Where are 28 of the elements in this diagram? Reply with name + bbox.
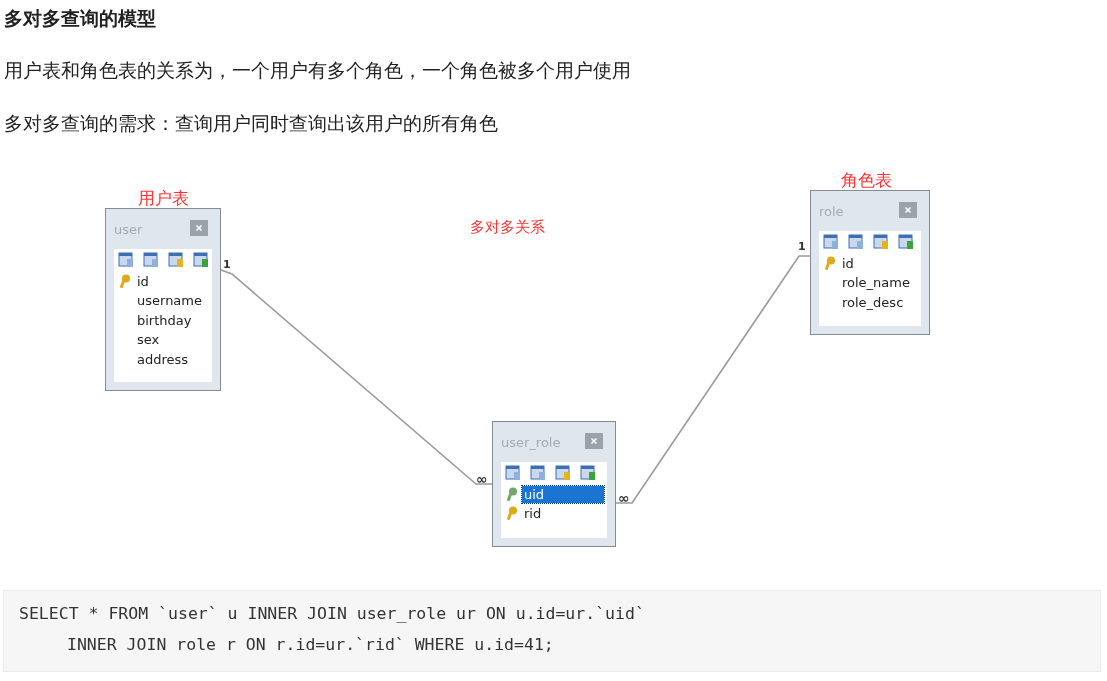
table-window xyxy=(492,421,616,547)
field-name: id xyxy=(137,273,149,290)
paragraph: 多对多查询的需求：查询用户同时查询出该用户的所有角色 xyxy=(4,111,498,136)
table-heading: 角色表 xyxy=(841,169,892,192)
relation-label: 多对多关系 xyxy=(470,218,545,237)
field-name: role_name xyxy=(842,274,910,292)
field-name: role_desc xyxy=(842,293,904,311)
relationship-line xyxy=(615,255,811,504)
window-title: role xyxy=(819,204,844,219)
table-heading: 用户表 xyxy=(138,187,189,210)
field-name: rid xyxy=(524,505,542,523)
cardinality-mark: ∞ xyxy=(476,471,488,487)
relationship-line xyxy=(220,269,493,485)
cardinality-mark: 1 xyxy=(798,240,806,253)
field-name: birthday xyxy=(137,311,192,329)
heading: 多对多查询的模型 xyxy=(4,6,156,31)
paragraph: 用户表和角色表的关系为，一个用户有多个角色，一个角色被多个用户使用 xyxy=(4,58,631,83)
cardinality-mark: ∞ xyxy=(618,490,630,506)
cardinality-mark: 1 xyxy=(223,258,231,271)
field-name: sex xyxy=(137,331,160,349)
window-title: user xyxy=(114,222,143,237)
field-name: id xyxy=(842,255,854,272)
selected-field: uid xyxy=(522,486,604,503)
code-line: INNER JOIN role r ON r.id=ur.`rid` WHERE u.id=41; xyxy=(67,635,554,654)
code-line: SELECT * FROM `user` u INNER JOIN user_role ur ON u.id=ur.`uid` xyxy=(19,604,645,623)
field-name: address xyxy=(137,350,189,368)
window-title: user_role xyxy=(501,435,561,450)
field-name: username xyxy=(137,292,202,310)
